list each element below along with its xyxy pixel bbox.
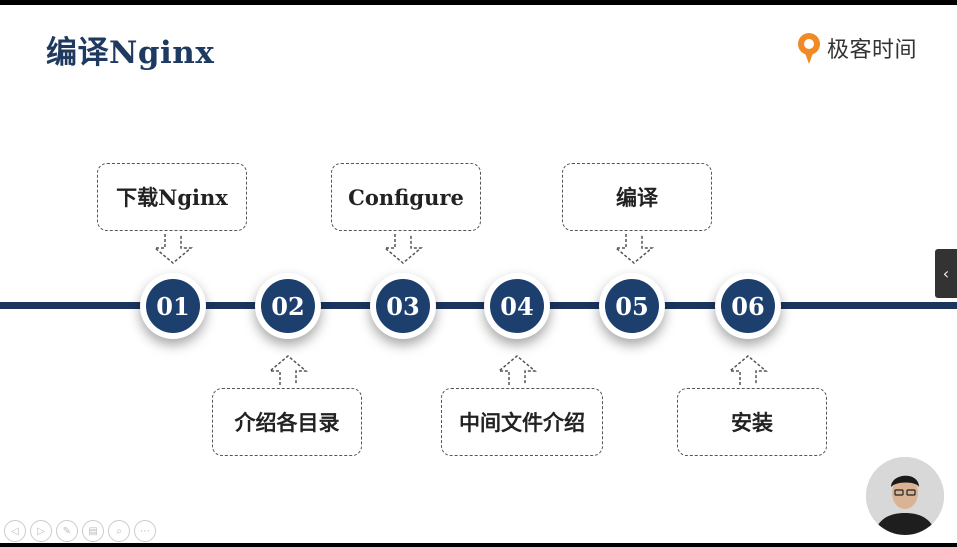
step-02-label-box: 介绍各目录 <box>212 388 362 456</box>
step-05-node: 05 <box>599 273 665 339</box>
step-02-node: 02 <box>255 273 321 339</box>
step-number: 04 <box>490 279 544 333</box>
step-number: 03 <box>376 279 430 333</box>
arrow-down-icon <box>383 234 423 264</box>
step-01-node: 01 <box>140 273 206 339</box>
zoom-icon[interactable]: ⌕ <box>108 520 130 542</box>
brand-name: 极客时间 <box>827 38 918 63</box>
pages-icon[interactable]: ▤ <box>82 520 104 542</box>
step-number: 06 <box>721 279 775 333</box>
step-label: 下载Nginx <box>116 185 228 210</box>
slide-title: 编译Nginx <box>46 35 215 71</box>
step-06-node: 06 <box>715 273 781 339</box>
step-label: 介绍各目录 <box>234 411 340 435</box>
presenter-avatar-icon <box>866 457 944 535</box>
pen-icon[interactable]: ✎ <box>56 520 78 542</box>
step-03-node: 03 <box>370 273 436 339</box>
geektime-logo-icon <box>798 33 820 64</box>
step-05-label-box: 编译 <box>562 163 712 231</box>
step-label: Configure <box>348 184 464 210</box>
step-number: 01 <box>146 279 200 333</box>
arrow-up-icon <box>497 355 537 385</box>
prev-icon[interactable]: ◁ <box>4 520 26 542</box>
presenter-webcam <box>866 457 944 535</box>
more-icon[interactable]: ⋯ <box>134 520 156 542</box>
arrow-up-icon <box>728 355 768 385</box>
step-04-label-box: 中间文件介绍 <box>441 388 603 456</box>
presentation-slide: 编译Nginx 极客时间 下载Nginx 01 02 介绍各目 <box>0 5 957 543</box>
next-icon[interactable]: ▷ <box>30 520 52 542</box>
step-number: 02 <box>261 279 315 333</box>
step-number: 05 <box>605 279 659 333</box>
side-panel-toggle[interactable]: ‹ <box>935 249 957 298</box>
chevron-left-icon: ‹ <box>942 264 950 283</box>
arrow-up-icon <box>268 355 308 385</box>
step-06-label-box: 安装 <box>677 388 827 456</box>
arrow-down-icon <box>153 234 193 264</box>
timeline-line <box>0 302 957 309</box>
arrow-down-icon <box>614 234 654 264</box>
brand-logo: 极客时间 <box>795 31 917 65</box>
step-label: 中间文件介绍 <box>459 411 585 435</box>
step-label: 编译 <box>616 186 658 210</box>
step-01-label-box: 下载Nginx <box>97 163 247 231</box>
presentation-controls: ◁ ▷ ✎ ▤ ⌕ ⋯ <box>4 520 156 542</box>
step-04-node: 04 <box>484 273 550 339</box>
step-label: 安装 <box>731 411 773 435</box>
step-03-label-box: Configure <box>331 163 481 231</box>
